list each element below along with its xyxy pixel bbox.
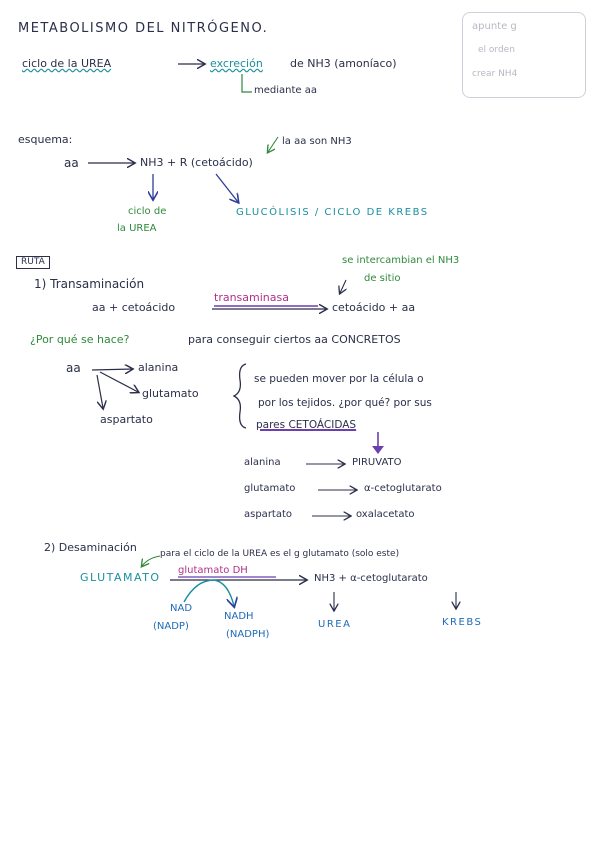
reaction-left: aa + cetoácido (92, 301, 176, 314)
cofactor-nad: NAD (170, 603, 193, 614)
pair-keto: PIRUVATO (352, 457, 402, 468)
route-tag: RUTA (16, 256, 50, 269)
answer: para conseguir ciertos aa CONCRETOS (188, 333, 401, 346)
pair-aa: glutamato (244, 483, 296, 494)
ammonia-label: de NH3 (amoníaco) (290, 57, 397, 70)
arrow (99, 371, 138, 392)
scheme-aa: aa (64, 156, 79, 170)
step1-title: 1) Transaminación (34, 277, 145, 291)
explanation-line: por los tejidos. ¿por qué? por sus (258, 397, 432, 409)
pair-keto: oxalacetato (356, 509, 415, 520)
arrow (91, 369, 132, 370)
explanation-line: pares CETOÁCIDAS (256, 419, 357, 431)
step2-title: 2) Desaminación (44, 541, 137, 554)
product-krebs: KREBS (442, 617, 483, 628)
brace (232, 363, 247, 429)
cofactor-nadph: (NADPH) (226, 629, 270, 640)
arrow (96, 374, 103, 408)
branch-glycolysis: GLUCÓLISIS / CICLO DE KREBS (236, 207, 429, 218)
note-line: el orden (478, 45, 515, 55)
pair-keto: α-cetoglutarato (364, 483, 442, 494)
branch-urea: ciclo de (128, 206, 167, 217)
arrow (268, 136, 279, 152)
enzyme-transaminase: transaminasa (214, 291, 289, 304)
arrow (241, 74, 252, 93)
arrowhead (372, 446, 384, 454)
arrow (142, 555, 161, 566)
step2-products: NH3 + α-cetoglutarato (314, 573, 428, 584)
arrow (340, 279, 346, 293)
route-note: de sitio (364, 273, 401, 284)
branch-urea: la UREA (117, 223, 157, 234)
urea-cycle-label: ciclo de la UREA (22, 57, 112, 70)
product-urea: UREA (318, 619, 352, 630)
reaction-right: cetoácido + aa (332, 301, 416, 314)
step2-note: para el ciclo de la UREA es el g glutama… (160, 549, 400, 559)
arrow (215, 173, 238, 202)
note-line: crear NH4 (472, 69, 518, 79)
branch-alanine: alanina (138, 361, 179, 374)
pair-aa: aspartato (244, 509, 293, 520)
branch-aa: aa (66, 361, 81, 375)
scheme-note: la aa son NH3 (282, 136, 352, 147)
page-title: METABOLISMO DEL NITRÓGENO. (18, 21, 269, 36)
pair-aa: alanina (244, 457, 281, 468)
cofactor-arrow (183, 579, 234, 606)
note-box (462, 12, 586, 98)
scheme-products: NH3 + R (cetoácido) (140, 156, 253, 169)
scheme-label: esquema: (18, 133, 73, 146)
excretion-label: excreción (210, 57, 263, 70)
note-line: apunte g (472, 21, 517, 32)
explanation-line: se pueden mover por la célula o (254, 373, 424, 385)
glutamate-substrate: GLUTAMATO (80, 571, 161, 584)
question: ¿Por qué se hace? (30, 333, 130, 346)
branch-glutamate: glutamato (142, 387, 199, 400)
cofactor-nadp: (NADP) (153, 621, 189, 632)
cofactor-nadh: NADH (224, 611, 254, 622)
enzyme-glutamate-dh: glutamato DH (178, 565, 248, 576)
route-note: se intercambian el NH3 (342, 255, 460, 266)
branch-aspartate: aspartato (100, 413, 153, 426)
via-aa-label: mediante aa (254, 85, 317, 96)
